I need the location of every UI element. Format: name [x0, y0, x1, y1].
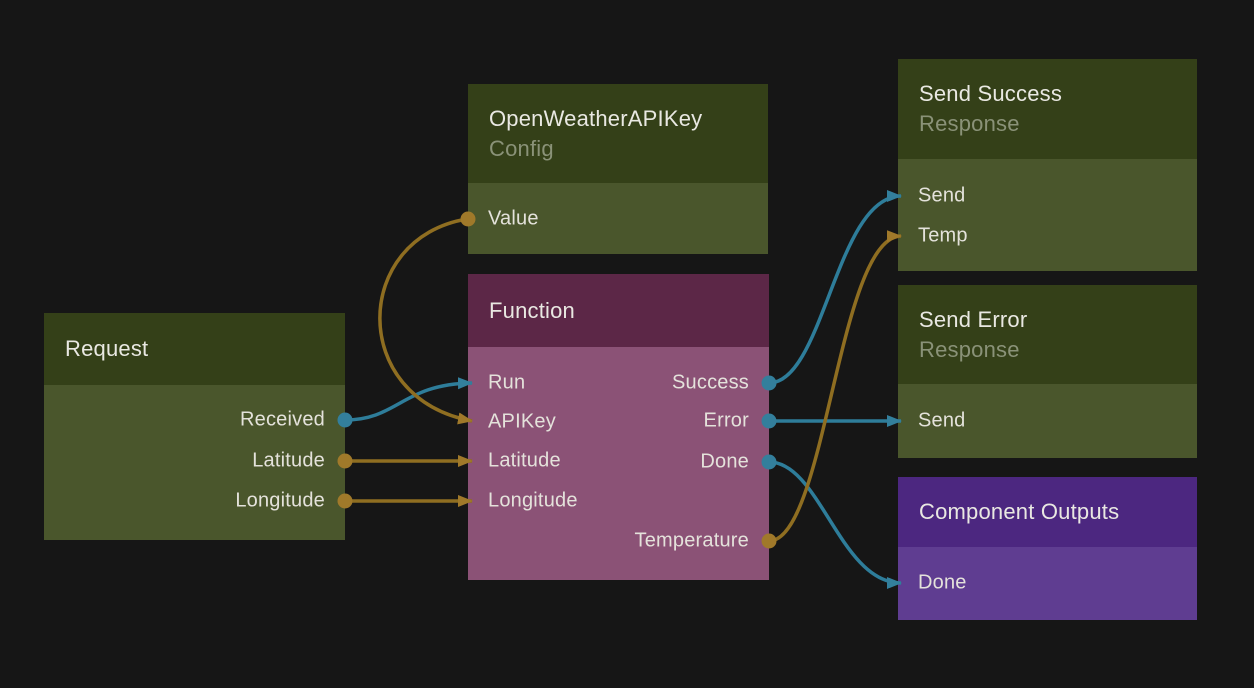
- node-body: [898, 384, 1197, 458]
- connection-success-to-send[interactable]: [768, 190, 902, 385]
- connection-value-to-apikey[interactable]: [378, 217, 473, 425]
- port-input-send: Send: [918, 409, 966, 432]
- connection-received-to-run[interactable]: [344, 377, 473, 422]
- node-header: Component Outputs: [898, 477, 1197, 547]
- port-output-value: Value: [488, 207, 539, 230]
- port-output-received: Received: [240, 408, 325, 431]
- node-header: Request: [44, 313, 345, 385]
- port-output-longitude: Longitude: [235, 489, 325, 512]
- port-input-apikey: APIKey: [488, 410, 556, 433]
- node-title: OpenWeatherAPIKey: [489, 105, 703, 131]
- node-subtitle: Response: [919, 336, 1020, 362]
- port-input-temp: Temp: [918, 224, 968, 247]
- node-title: Send Error: [919, 306, 1028, 332]
- node-title: Function: [489, 297, 575, 323]
- node-body: [44, 385, 345, 540]
- node-title: Request: [65, 336, 149, 361]
- port-input-latitude: Latitude: [488, 449, 561, 472]
- port-output-latitude: Latitude: [252, 449, 325, 472]
- port-input-longitude: Longitude: [488, 489, 578, 512]
- connection-temperature-to-temp[interactable]: [768, 230, 902, 543]
- node-subtitle: Response: [919, 111, 1020, 136]
- connection-done-to-done[interactable]: [768, 460, 902, 589]
- port-output-temperature: Temperature: [634, 529, 749, 552]
- node-body: [468, 347, 769, 580]
- port-input-done: Done: [918, 571, 967, 594]
- port-output-done: Done: [700, 450, 749, 473]
- port-output-success: Success: [672, 371, 749, 394]
- node-body: [898, 547, 1197, 620]
- node-header: Function: [468, 274, 769, 347]
- node-subtitle: Config: [489, 135, 554, 161]
- port-input-run: Run: [488, 371, 526, 394]
- port-input-send: Send: [918, 184, 966, 207]
- node-title: Send Success: [919, 81, 1063, 106]
- node-body: [898, 159, 1197, 271]
- node-title: Component Outputs: [919, 499, 1120, 524]
- node-body: [468, 183, 768, 254]
- port-output-error: Error: [703, 409, 749, 432]
